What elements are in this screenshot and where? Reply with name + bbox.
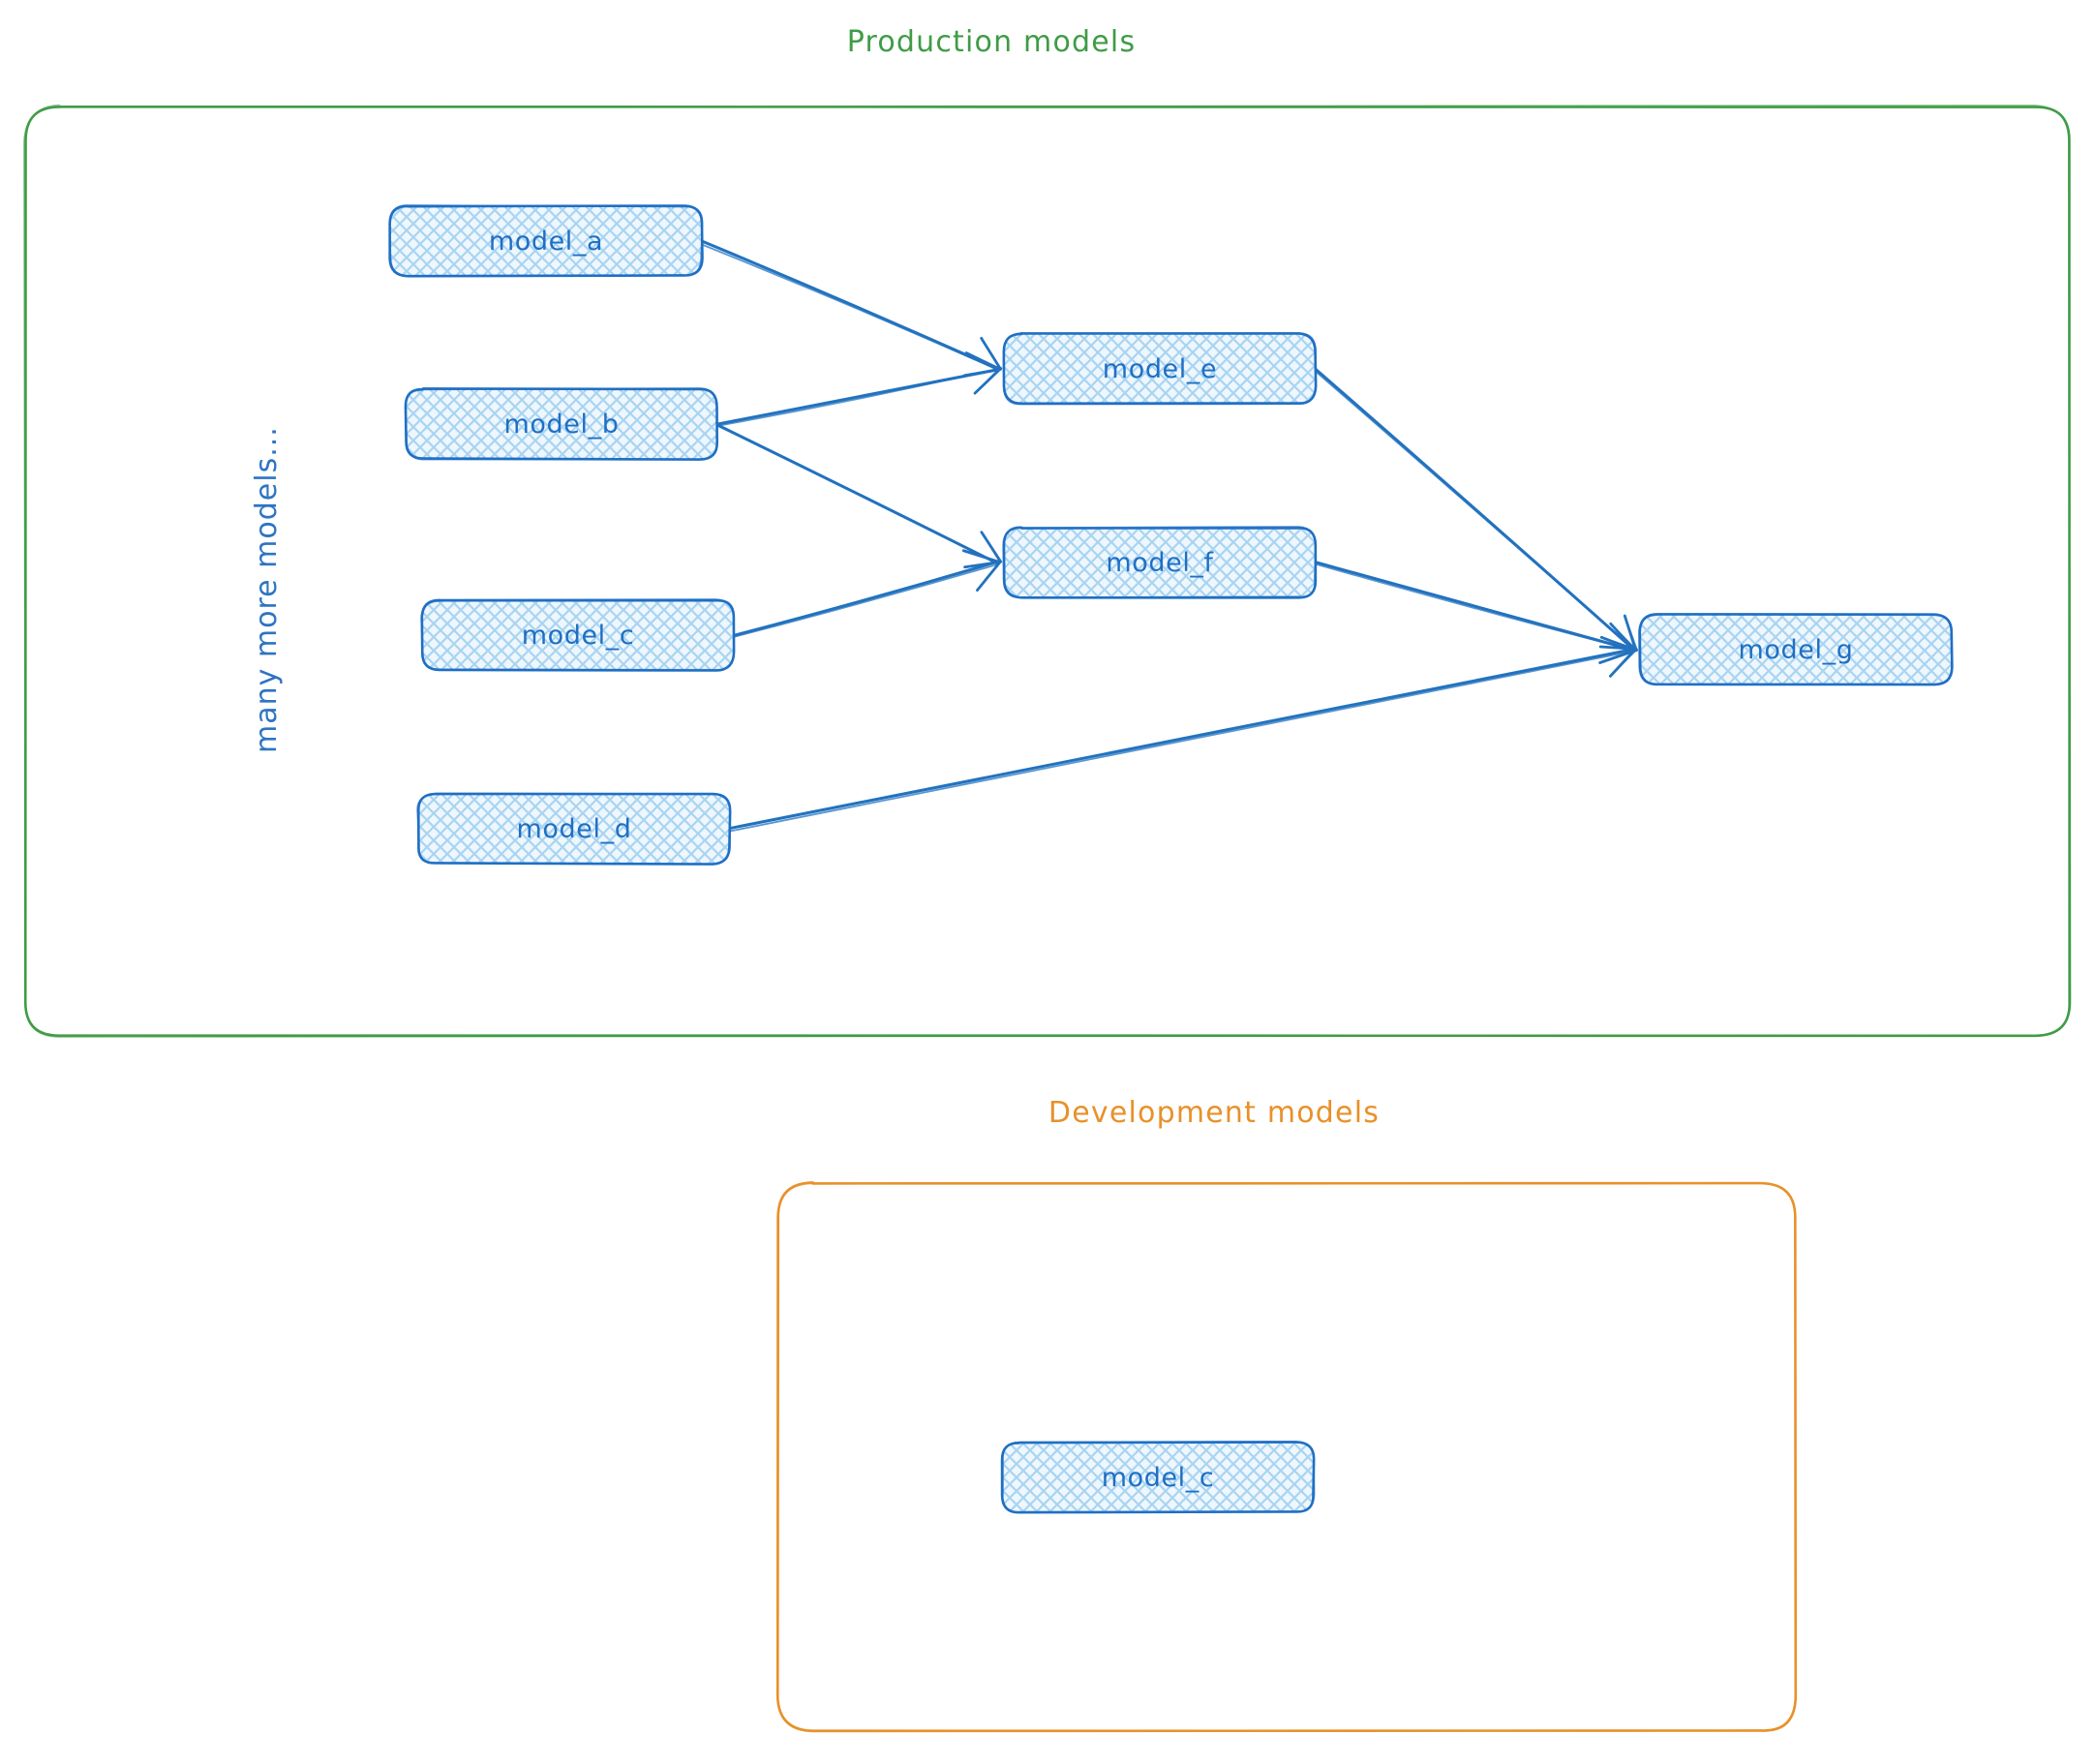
node-label-model_b: model_b xyxy=(504,410,620,440)
edge-model_c-to-model_f xyxy=(732,549,1002,638)
node-model_d[interactable]: model_d xyxy=(416,792,732,866)
annotation-many-more-models: many more models... xyxy=(250,426,284,753)
group-title-production: Production models xyxy=(846,25,1137,59)
node-label-model_c: model_c xyxy=(522,621,635,651)
node-model_f[interactable]: model_f xyxy=(1002,525,1318,599)
node-fill xyxy=(1003,527,1317,597)
node-model_b[interactable]: model_b xyxy=(404,387,718,461)
node-fill xyxy=(1003,333,1316,404)
nodes: model_a model_b model_c model_d model_emodel… xyxy=(388,204,1954,1514)
node-label-model_d: model_d xyxy=(517,814,632,844)
edge-model_b-to-model_f xyxy=(714,423,1003,569)
node-dev_model_c[interactable]: model_c xyxy=(1000,1440,1316,1514)
edge-model_d-to-model_g xyxy=(727,635,1638,833)
node-border xyxy=(1638,613,1953,685)
edges xyxy=(700,239,1639,833)
node-fill xyxy=(417,793,731,865)
node-model_a[interactable]: model_a xyxy=(388,204,704,278)
node-label-model_f: model_f xyxy=(1106,548,1214,578)
node-model_g[interactable]: model_g xyxy=(1638,613,1954,686)
node-fill xyxy=(389,205,703,277)
edge-model_e-to-model_g xyxy=(1313,367,1638,653)
node-border xyxy=(1002,1440,1316,1514)
edge-model_b-to-model_e xyxy=(715,351,1003,427)
group-container-production xyxy=(22,104,2072,1038)
group-container-development xyxy=(775,1181,1797,1732)
node-border xyxy=(416,793,731,866)
node-fill xyxy=(1001,1442,1315,1513)
node-fill xyxy=(421,600,735,671)
node-border xyxy=(1002,525,1317,598)
group-title-development: Development models xyxy=(1048,1096,1381,1130)
node-border xyxy=(404,387,718,461)
node-label-model_g: model_g xyxy=(1739,635,1854,665)
node-border xyxy=(388,204,704,278)
node-label-model_a: model_a xyxy=(489,227,603,257)
node-label-dev_model_c: model_c xyxy=(1102,1463,1215,1493)
node-model_e[interactable]: model_e xyxy=(1002,332,1318,406)
group-containers xyxy=(22,104,2072,1733)
node-fill xyxy=(405,388,717,460)
node-model_c[interactable]: model_c xyxy=(420,598,736,672)
node-fill xyxy=(1639,614,1953,685)
edge-model_f-to-model_g xyxy=(1315,561,1639,664)
edge-model_a-to-model_e xyxy=(700,239,1002,378)
node-label-model_e: model_e xyxy=(1103,354,1217,384)
node-border xyxy=(420,598,735,671)
node-border xyxy=(1002,332,1317,406)
